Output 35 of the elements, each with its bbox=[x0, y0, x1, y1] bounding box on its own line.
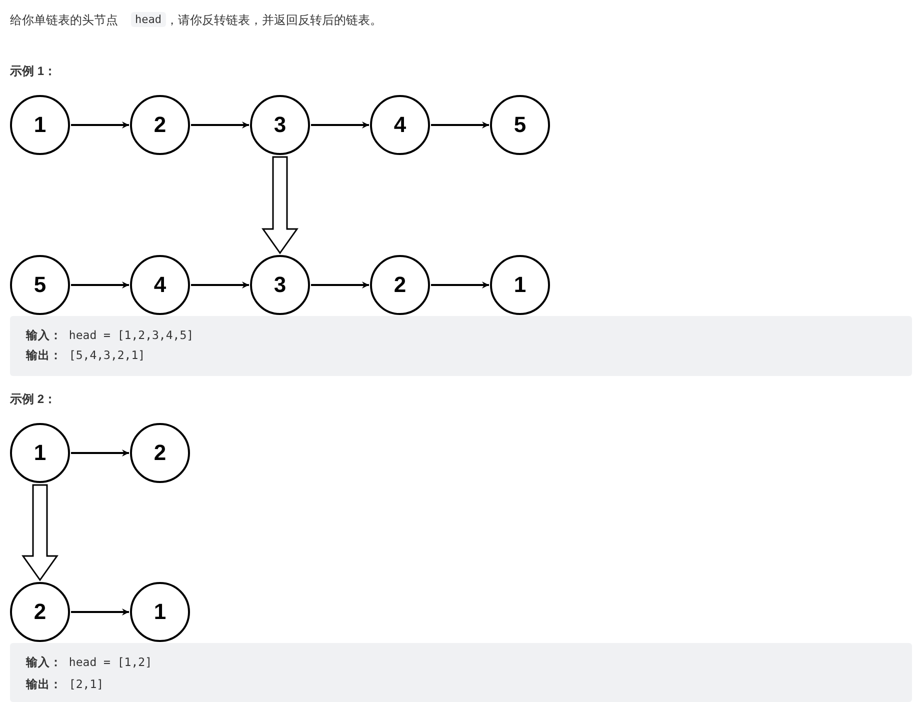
list-node-circle: 3 bbox=[250, 255, 310, 315]
arrow bbox=[191, 282, 249, 288]
sentence: ，请你反转链表，并返回反转后的链表。 bbox=[166, 12, 382, 29]
arrow bbox=[71, 608, 129, 616]
list-node-circle: 1 bbox=[130, 582, 190, 642]
code-line: 输入： head = [1,2] bbox=[26, 655, 152, 670]
code-line: 输出： [2,1] bbox=[26, 677, 104, 692]
list-node-circle: 2 bbox=[130, 95, 190, 155]
block-arrow bbox=[262, 156, 298, 254]
example-heading: 示例 1： bbox=[10, 63, 56, 80]
list-node-circle: 5 bbox=[10, 255, 70, 315]
list-node-circle: 2 bbox=[10, 582, 70, 642]
list-node-circle: 2 bbox=[370, 255, 430, 315]
list-node-circle: 4 bbox=[130, 255, 190, 315]
arrow bbox=[311, 282, 369, 288]
block-arrow bbox=[22, 484, 58, 582]
example-heading: 示例 2： bbox=[10, 391, 56, 408]
arrow bbox=[431, 282, 489, 288]
arrow bbox=[191, 122, 249, 128]
arrow bbox=[71, 282, 129, 288]
arrow bbox=[311, 122, 369, 128]
list-node-circle: 3 bbox=[250, 95, 310, 155]
code-line: 输出： [5,4,3,2,1] bbox=[26, 348, 146, 363]
arrow bbox=[71, 122, 129, 128]
arrow bbox=[71, 450, 129, 456]
list-node-circle: 1 bbox=[10, 423, 70, 483]
arrow bbox=[431, 122, 489, 128]
code-line: 输入： head = [1,2,3,4,5] bbox=[26, 328, 194, 343]
list-node-circle: 1 bbox=[490, 255, 550, 315]
list-node-circle: 4 bbox=[370, 95, 430, 155]
list-node-circle: 5 bbox=[490, 95, 550, 155]
list-node-circle: 2 bbox=[130, 423, 190, 483]
sentence: 给你单链表的头节点 bbox=[10, 12, 118, 29]
code-snippet: head bbox=[131, 12, 166, 27]
list-node-circle: 1 bbox=[10, 95, 70, 155]
